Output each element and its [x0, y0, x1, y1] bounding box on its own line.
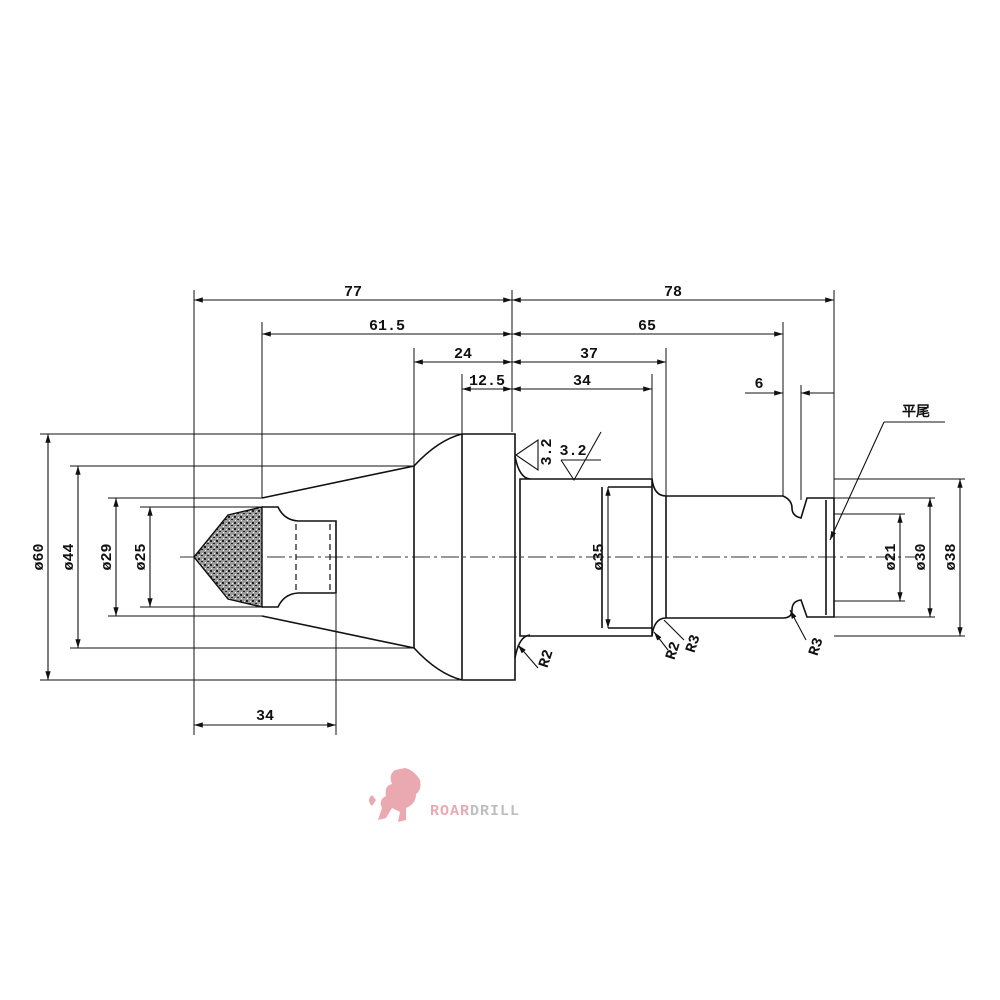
- carbide-tip: [193, 506, 263, 608]
- dim-37: 37: [580, 346, 598, 363]
- radius-r3-a: R3: [683, 633, 705, 655]
- radius-r2-b: R2: [663, 640, 685, 662]
- diameter-dimensions: ø60 ø44 ø29 ø25 ø35 ø21 ø30 ø38: [31, 434, 963, 680]
- dim-dia-25: ø25: [133, 543, 150, 570]
- flat-tail-callout: 平尾: [829, 404, 945, 541]
- roardrill-logo: ROARDRILL: [369, 768, 520, 822]
- dim-dia-60: ø60: [31, 543, 48, 570]
- dim-77: 77: [344, 284, 362, 301]
- dim-dia-44: ø44: [61, 543, 78, 570]
- dim-dia-21: ø21: [883, 543, 900, 570]
- shank-upper: [519, 478, 835, 637]
- part-outline: [180, 433, 915, 681]
- flat-tail-note: 平尾: [902, 404, 930, 420]
- dim-12-5: 12.5: [469, 373, 505, 390]
- extension-lines: [40, 290, 965, 735]
- dim-65: 65: [638, 318, 656, 335]
- logo-roar: ROAR: [430, 803, 470, 820]
- roughness-symbol-1: [515, 438, 539, 472]
- roughness-symbol-2: [560, 431, 602, 482]
- dim-6: 6: [754, 376, 763, 393]
- dim-dia-30: ø30: [913, 543, 930, 570]
- roughness-symbols: 3.2 3.2: [515, 431, 602, 482]
- dim-34-bottom: 34: [256, 708, 274, 725]
- radius-callouts: R2 R2 R3 R3: [517, 609, 828, 670]
- dim-24: 24: [454, 346, 472, 363]
- roughness-value-2: 3.2: [559, 443, 586, 460]
- tip-neck: [262, 506, 337, 608]
- radius-r2-a: R2: [536, 648, 558, 670]
- roughness-value-1: 3.2: [539, 438, 556, 465]
- dim-dia-35: ø35: [591, 543, 608, 570]
- radius-r3-b: R3: [806, 636, 828, 658]
- dim-78: 78: [664, 284, 682, 301]
- lion-icon: [369, 768, 421, 822]
- horizontal-dimensions: 77 78 61.5 65 24 37 12.5 34 6 34: [194, 284, 834, 728]
- cone-body: [261, 433, 516, 681]
- dim-61-5: 61.5: [369, 318, 405, 335]
- dim-34-top: 34: [573, 373, 591, 390]
- svg-text:ROARDRILL: ROARDRILL: [430, 803, 520, 820]
- dim-dia-29: ø29: [99, 543, 116, 570]
- logo-drill: DRILL: [470, 803, 520, 820]
- dim-dia-38: ø38: [943, 543, 960, 570]
